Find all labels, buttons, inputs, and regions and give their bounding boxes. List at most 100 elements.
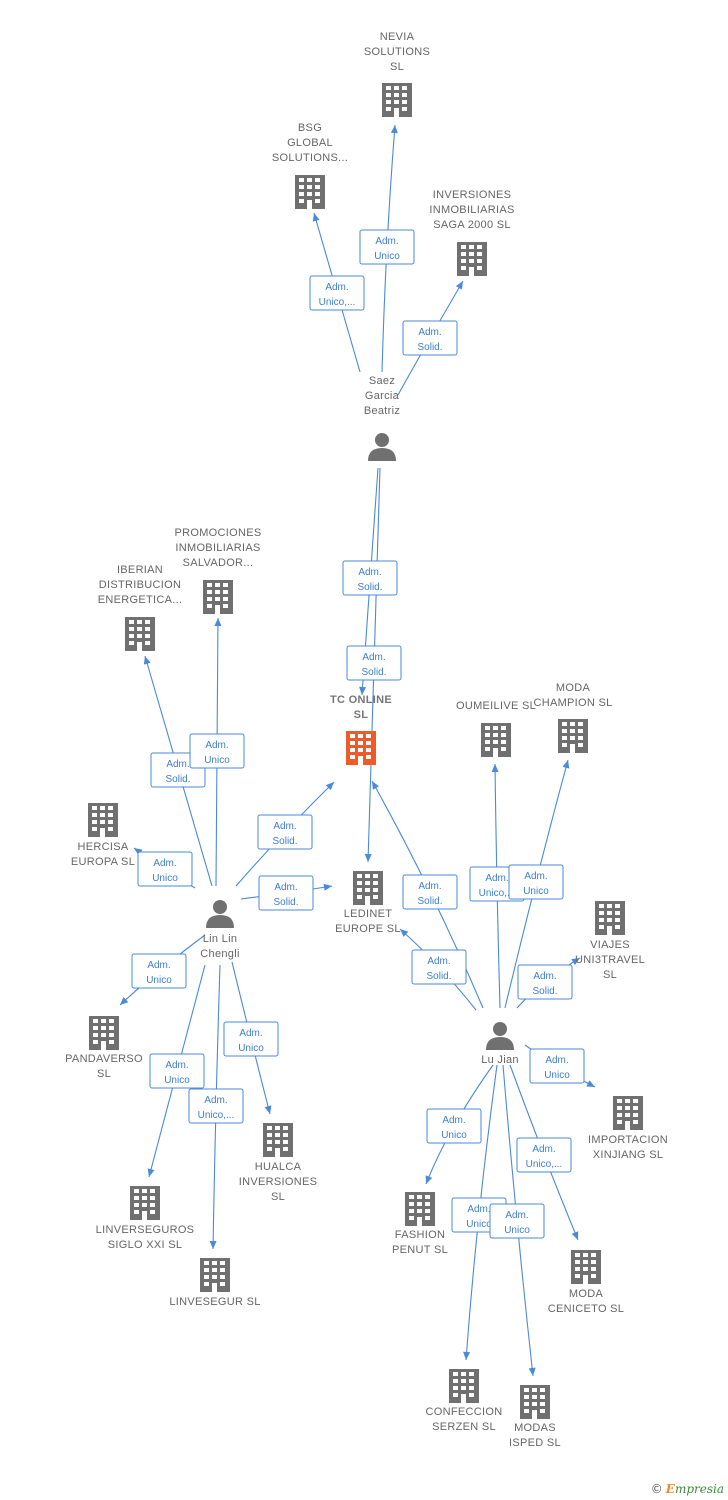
- relation-text-line: Unico: [146, 975, 172, 986]
- relation-box: [188, 1088, 244, 1124]
- relation-label[interactable]: Adm.Solid.: [258, 875, 314, 911]
- relation-box: [517, 964, 573, 1000]
- relation-box: [516, 1137, 572, 1173]
- building-icon: [295, 175, 325, 209]
- relation-label[interactable]: Adm.Solid.: [517, 964, 573, 1000]
- relation-label[interactable]: Adm.Unico: [189, 733, 245, 769]
- relation-label[interactable]: Adm.Solid.: [257, 814, 313, 850]
- node-linvesegur[interactable]: LINVESEGUR SL: [169, 1258, 260, 1308]
- node-label-line: OUMEILIVE SL: [456, 700, 536, 712]
- node-label-line: PROMOCIONES: [174, 527, 261, 539]
- arrow-head-icon: [571, 1231, 579, 1240]
- relation-label[interactable]: Adm.Solid.: [411, 949, 467, 985]
- brand-logo-initial: E: [665, 1482, 675, 1496]
- relation-box: [342, 560, 398, 596]
- relation-box: [223, 1021, 279, 1057]
- relation-box: [359, 229, 415, 265]
- building-icon: [571, 1250, 601, 1284]
- node-label-line: Saez: [369, 375, 395, 387]
- relation-text-line: Adm.: [205, 740, 228, 751]
- relation-label[interactable]: Adm.Unico: [131, 953, 187, 989]
- building-icon: [558, 719, 588, 753]
- relation-text-line: Unico,...: [319, 297, 356, 308]
- node-label-line: SIGLO XXI SL: [108, 1239, 183, 1251]
- relation-text-line: Adm.: [325, 282, 348, 293]
- arrow-head-icon: [586, 1080, 595, 1087]
- node-bsg[interactable]: BSGGLOBALSOLUTIONS...: [272, 122, 348, 209]
- node-label-line: CHAMPION SL: [533, 697, 612, 709]
- relation-box: [131, 953, 187, 989]
- relation-label[interactable]: Adm.Unico: [426, 1108, 482, 1144]
- node-label-line: HERCISA: [78, 841, 129, 853]
- relation-label[interactable]: Adm. Solid.: [342, 560, 398, 596]
- node-label-line: ENERGETICA...: [98, 594, 183, 606]
- relation-text-line: Adm.: [467, 1204, 490, 1215]
- relation-text-line: Unico: [374, 251, 400, 262]
- relation-box: [402, 874, 458, 910]
- node-label-line: HUALCA: [255, 1161, 302, 1173]
- relation-text-line: Solid.: [357, 582, 382, 593]
- relation-text-line: Unico: [504, 1225, 530, 1236]
- relation-label[interactable]: Adm.Unico: [529, 1048, 585, 1084]
- relation-label[interactable]: Adm.Unico: [223, 1021, 279, 1057]
- relation-label[interactable]: Adm.Unico: [359, 229, 415, 265]
- node-fashion[interactable]: FASHION PENUT SL: [392, 1192, 448, 1256]
- node-promo[interactable]: PROMOCIONESINMOBILIARIASSALVADOR...: [174, 527, 261, 614]
- node-label-line: MODA: [569, 1288, 604, 1300]
- arrow-head-icon: [491, 764, 499, 773]
- node-label-line: SAGA 2000 SL: [433, 219, 511, 231]
- node-oumei[interactable]: OUMEILIVE SL: [456, 700, 536, 757]
- relation-label[interactable]: Adm.Solid.: [402, 874, 458, 910]
- relation-text-line: Adm.: [273, 821, 296, 832]
- node-label-line: IBERIAN: [117, 564, 163, 576]
- node-label-line: SOLUTIONS: [364, 46, 430, 58]
- relation-label[interactable]: Adm.Unico,...: [188, 1088, 244, 1124]
- arrow-head-icon: [134, 848, 143, 856]
- person-icon: [368, 433, 396, 461]
- relation-text-line: Adm.: [358, 567, 381, 578]
- relation-box: [529, 1048, 585, 1084]
- relation-label[interactable]: Adm. Unico: [489, 1203, 545, 1239]
- node-label-line: INVERSIONES: [433, 189, 512, 201]
- relation-label[interactable]: Adm.Unico,...: [516, 1137, 572, 1173]
- relation-text-line: Adm.: [239, 1028, 262, 1039]
- relation-text-line: Solid.: [532, 986, 557, 997]
- node-label-line: SL: [97, 1068, 111, 1080]
- relation-label[interactable]: Adm.Unico: [137, 851, 193, 887]
- relation-label[interactable]: Adm.Unico: [149, 1053, 205, 1089]
- relation-text-line: Adm.: [505, 1210, 528, 1221]
- relation-label[interactable]: Adm.Solid.: [402, 320, 458, 356]
- node-label-line: DISTRIBUCION: [99, 579, 181, 591]
- node-lujian[interactable]: Lu Jian: [481, 1022, 519, 1066]
- relation-label[interactable]: Adm.Unico: [508, 864, 564, 900]
- node-iberian[interactable]: IBERIAN DISTRIBUCION ENERGETICA...: [98, 564, 183, 651]
- node-label-line: FASHION: [395, 1229, 445, 1241]
- relation-text-line: Unico: [164, 1075, 190, 1086]
- node-label-line: INVERSIONES: [239, 1176, 318, 1188]
- relation-label[interactable]: Adm. Unico,...: [309, 275, 365, 311]
- relation-text-line: Unico,...: [198, 1110, 235, 1121]
- node-label-line: SALVADOR...: [183, 557, 254, 569]
- relation-label[interactable]: Adm.Solid.: [346, 645, 402, 681]
- relation-text-line: Unico: [523, 886, 549, 897]
- node-label-line: PENUT SL: [392, 1244, 448, 1256]
- node-label-line: LEDINET: [344, 908, 393, 920]
- arrow-head-icon: [143, 656, 151, 665]
